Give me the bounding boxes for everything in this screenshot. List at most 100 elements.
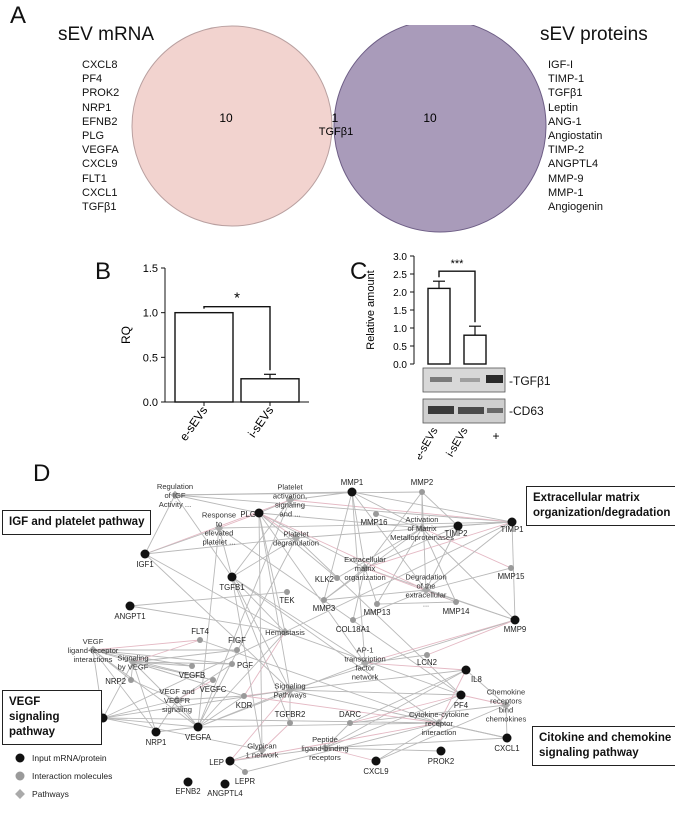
gene-node-label: PLG (240, 510, 256, 519)
network-edge (425, 525, 459, 591)
interaction-node (334, 575, 340, 581)
gene-node-label: MMP9 (504, 625, 527, 634)
gene-node-label: LCN2 (417, 658, 437, 667)
network-edge (364, 521, 513, 569)
significance-marker: *** (451, 258, 465, 270)
gene-node-label: MMP2 (411, 478, 434, 487)
y-tick-label: 0.5 (393, 342, 407, 353)
pathway-label: to (216, 520, 222, 529)
network-edge (132, 649, 238, 663)
pathway-label: ligand-receptor (68, 646, 119, 655)
input-node (193, 722, 203, 732)
pathway-label: by VEGF (118, 663, 149, 672)
pathway-label: Cytokine-cytokine (409, 710, 469, 719)
network-edge (336, 527, 423, 579)
y-tick-label: 0.5 (143, 352, 158, 364)
pathway-label: of the (417, 582, 436, 591)
input-node (151, 727, 161, 737)
lane-label: e-sEVs (418, 426, 441, 462)
gene-node-label: MMP14 (443, 607, 471, 616)
pathway-node (501, 700, 511, 710)
box-cyto-line2: signaling pathway (539, 747, 639, 759)
pathway-label: transcription (344, 655, 385, 664)
network-edge (364, 654, 428, 664)
box-ecm-line1: Extracellular matrix (533, 492, 640, 504)
network-edge (144, 494, 176, 555)
interaction-node (229, 661, 235, 667)
input-node (225, 756, 235, 766)
legend-interaction-swatch (15, 771, 25, 781)
network-edge (129, 591, 288, 607)
gene-node-label: IL8 (471, 675, 482, 684)
pathway-node (320, 743, 330, 753)
bar (427, 287, 451, 365)
network-edge (324, 737, 508, 749)
pathway-label: Pathways (274, 691, 307, 700)
gene-item: PROK2 (82, 87, 120, 100)
network-edge (132, 661, 157, 733)
blot-band (460, 378, 480, 382)
network-edge (258, 512, 286, 633)
network-edge (144, 537, 297, 555)
venn-left-circle (131, 25, 333, 227)
network-edge (102, 717, 263, 751)
network-edge (289, 689, 462, 696)
bar (240, 378, 300, 403)
pathway-label: Glypican (247, 742, 277, 751)
legend-label: Input mRNA/protein (32, 753, 107, 763)
interaction-node (453, 599, 459, 605)
gene-item: ANG-1 (548, 115, 582, 128)
gene-node-label: PROK2 (428, 757, 454, 766)
pathway-label: Hemostasis (265, 628, 305, 637)
network-edge (324, 747, 377, 762)
network-edge (132, 661, 199, 728)
network-edge (174, 494, 513, 523)
network-edge (231, 576, 440, 724)
network-edge (460, 694, 507, 706)
network-edge (102, 717, 199, 728)
network-edge (351, 491, 423, 529)
pathway-label: Extracellular (344, 555, 386, 564)
network-edge (351, 491, 427, 591)
pathway-label: Metalloproteinases (390, 533, 454, 542)
gene-item: EFNB2 (82, 115, 118, 128)
y-tick-label: 1.5 (393, 306, 407, 317)
pathway-label: receptor (425, 719, 453, 728)
network-edge (324, 722, 351, 749)
interaction-node (419, 489, 425, 495)
pathway-label: organization (344, 573, 385, 582)
network-edge (258, 512, 297, 539)
legend-label: Interaction molecules (32, 771, 112, 781)
pathway-label: activation, (273, 492, 307, 501)
interaction-node (321, 597, 327, 603)
box-igf-text: IGF and platelet pathway (9, 516, 145, 528)
gene-node-label: VEGFC (200, 685, 227, 694)
network-edge (364, 525, 459, 569)
interaction-node (189, 663, 195, 669)
blot-label-tgfb1: -TGFβ1 (509, 374, 551, 388)
network-edge (102, 689, 291, 719)
network-edge (243, 695, 440, 724)
gene-node-label: TIMP1 (501, 525, 524, 534)
y-axis-label: RQ (119, 326, 133, 344)
pathway-label: AP-1 (357, 646, 374, 655)
network-edge (174, 494, 260, 514)
gene-item: MMP-9 (548, 172, 584, 185)
pathway-label: VEGF (83, 637, 104, 646)
blot-label-cd63: -CD63 (509, 404, 544, 418)
y-tick-label: 1.5 (143, 263, 158, 275)
interaction-node (241, 693, 247, 699)
venn-diagram: 10 1 TGFβ1 10 (131, 25, 547, 233)
network-edge (92, 649, 199, 728)
interaction-node (210, 677, 216, 683)
network-edge (351, 491, 366, 569)
network-edge (323, 491, 353, 601)
interaction-node (374, 601, 380, 607)
gene-node-label: TGFB1 (219, 583, 244, 592)
network-edge (375, 513, 423, 529)
significance-bracket (438, 270, 476, 323)
pathway-node (170, 490, 180, 500)
pathway-node (285, 495, 295, 505)
